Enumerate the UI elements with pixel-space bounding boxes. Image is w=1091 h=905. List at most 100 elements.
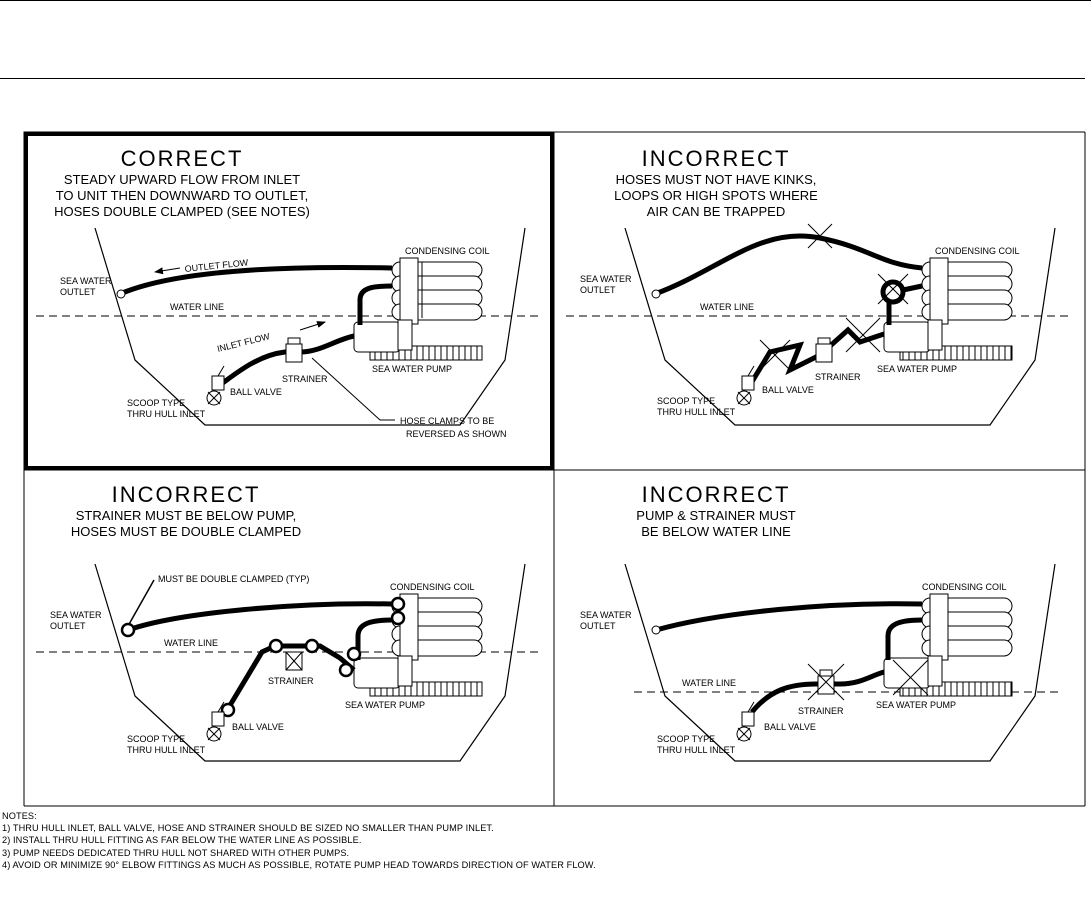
strainer-label: STRAINER <box>798 706 844 716</box>
panel-desc-line: BE BELOW WATER LINE <box>641 524 791 539</box>
panel-desc-line: HOSES MUST NOT HAVE KINKS, <box>616 172 817 187</box>
sea-water-outlet-label: SEA WATER <box>50 610 102 620</box>
x-mark-icon <box>877 273 909 305</box>
hull-outline <box>624 227 1056 426</box>
ball-valve-label: BALL VALVE <box>232 722 284 732</box>
ball-valve-label: BALL VALVE <box>764 722 816 732</box>
strainer <box>285 337 303 363</box>
note-item: 1) THRU HULL INLET, BALL VALVE, HOSE AND… <box>2 823 494 834</box>
correct-panel-highlight <box>24 132 554 470</box>
ball-valve <box>211 365 225 391</box>
hose-loop <box>880 279 906 305</box>
panel-title: INCORRECT <box>642 482 791 507</box>
note-item: 3) PUMP NEEDS DEDICATED THRU HULL NOT SH… <box>2 847 350 858</box>
strainer-label: STRAINER <box>268 676 314 686</box>
ball-valve <box>211 701 225 727</box>
panel-desc-line: STEADY UPWARD FLOW FROM INLET <box>64 172 300 187</box>
sea-water-outlet-label: SEA WATER <box>580 610 632 620</box>
x-mark-icon <box>892 659 929 696</box>
panel-desc-line: LOOPS OR HIGH SPOTS WHERE <box>614 188 818 203</box>
panel-title: CORRECT <box>121 146 244 171</box>
panel-desc-line: AIR CAN BE TRAPPED <box>647 204 785 219</box>
panel-desc-line: HOSES MUST BE DOUBLE CLAMPED <box>71 524 301 539</box>
pump-to-coil-hose <box>355 617 393 660</box>
condensing-coil-label: CONDENSING COIL <box>390 582 475 592</box>
double-clamped-leader <box>127 579 155 627</box>
scoop-type-label: SCOOP TYPE <box>127 398 185 408</box>
sea-water-outlet-label: SEA WATER <box>580 274 632 284</box>
panel-incorrect-strainer: INCORRECT STRAINER MUST BE BELOW PUMP, H… <box>36 482 542 762</box>
outlet-fitting <box>651 625 661 635</box>
panel-desc-line: STRAINER MUST BE BELOW PUMP, <box>76 508 297 523</box>
thru-hull-inlet-label: THRU HULL INLET <box>127 745 206 755</box>
strainer <box>285 651 303 671</box>
hose-clamps-label: HOSE CLAMPS TO BE <box>400 416 494 426</box>
thru-hull-inlet <box>736 390 752 406</box>
strainer <box>815 337 833 363</box>
x-mark-icon <box>807 223 833 249</box>
water-line-label: WATER LINE <box>164 638 218 648</box>
panel-incorrect-loops: INCORRECT HOSES MUST NOT HAVE KINKS, LOO… <box>566 146 1072 426</box>
sea-water-outlet-label: OUTLET <box>50 621 86 631</box>
x-mark-icon <box>845 317 881 353</box>
sea-water-outlet-label: OUTLET <box>580 621 616 631</box>
note-item: 4) AVOID OR MINIMIZE 90° ELBOW FITTINGS … <box>2 859 596 870</box>
outlet-fitting <box>651 289 661 299</box>
scoop-type-label: SCOOP TYPE <box>657 734 715 744</box>
panel-title: INCORRECT <box>112 482 261 507</box>
top-rule <box>0 0 1091 1</box>
thru-hull-inlet-label: THRU HULL INLET <box>127 409 206 419</box>
scoop-type-label: SCOOP TYPE <box>127 734 185 744</box>
sea-water-pump-label: SEA WATER PUMP <box>876 700 956 710</box>
panel-desc-line: TO UNIT THEN DOWNWARD TO OUTLET, <box>56 188 309 203</box>
sea-water-outlet-label: OUTLET <box>580 285 616 295</box>
header-rule <box>0 78 1085 79</box>
ball-valve <box>741 365 755 391</box>
outlet-fitting <box>116 289 126 299</box>
inlet-flow-arrow <box>299 321 326 331</box>
condensing-coil <box>391 593 483 661</box>
sea-water-pump <box>883 319 943 353</box>
hull-outline <box>94 563 526 762</box>
sea-water-pump-label: SEA WATER PUMP <box>877 364 957 374</box>
water-line-label: WATER LINE <box>682 678 736 688</box>
condensing-coil <box>921 593 1013 661</box>
sea-water-outlet-label: SEA WATER <box>60 276 112 286</box>
panel-incorrect-water-line: INCORRECT PUMP & STRAINER MUST BE BELOW … <box>580 482 1060 762</box>
x-mark-icon <box>759 339 791 371</box>
thru-hull-inlet <box>736 726 752 742</box>
pump-to-coil-hose <box>886 283 923 325</box>
ball-valve-label: BALL VALVE <box>230 387 282 397</box>
water-line-label: WATER LINE <box>700 302 754 312</box>
sea-water-pump <box>353 319 413 353</box>
double-clamped-label: MUST BE DOUBLE CLAMPED (TYP) <box>158 574 309 584</box>
hose-clamps-label: REVERSED AS SHOWN <box>406 429 507 439</box>
condensing-coil <box>391 257 483 325</box>
thru-hull-inlet-label: THRU HULL INLET <box>657 745 736 755</box>
water-line-label: WATER LINE <box>170 302 224 312</box>
pump-to-coil-hose <box>357 283 393 325</box>
inlet-hose <box>750 669 885 714</box>
x-mark-icon <box>807 663 845 701</box>
sea-water-pump <box>883 655 943 689</box>
sea-water-pump-label: SEA WATER PUMP <box>345 700 425 710</box>
panel-desc-line: HOSES DOUBLE CLAMPED (SEE NOTES) <box>54 204 310 219</box>
outlet-hose-high-spot <box>654 233 923 297</box>
scoop-type-label: SCOOP TYPE <box>657 396 715 406</box>
ball-valve <box>741 701 755 727</box>
inlet-flow-label: INLET FLOW <box>216 331 271 354</box>
notes-heading: NOTES: <box>2 811 37 821</box>
panel-title: INCORRECT <box>642 146 791 171</box>
hose-clamps-leader <box>311 357 395 421</box>
sea-water-pump-label: SEA WATER PUMP <box>372 364 452 374</box>
thru-hull-inlet <box>206 390 222 406</box>
inlet-hose <box>223 643 356 714</box>
hull-outline <box>624 563 1056 762</box>
note-item: 2) INSTALL THRU HULL FITTING AS FAR BELO… <box>2 835 362 846</box>
strainer <box>817 669 835 695</box>
condensing-coil-label: CONDENSING COIL <box>922 582 1007 592</box>
pump-to-coil-hose <box>885 617 923 660</box>
sea-water-pump <box>353 655 413 689</box>
condensing-coil-label: CONDENSING COIL <box>935 246 1020 256</box>
